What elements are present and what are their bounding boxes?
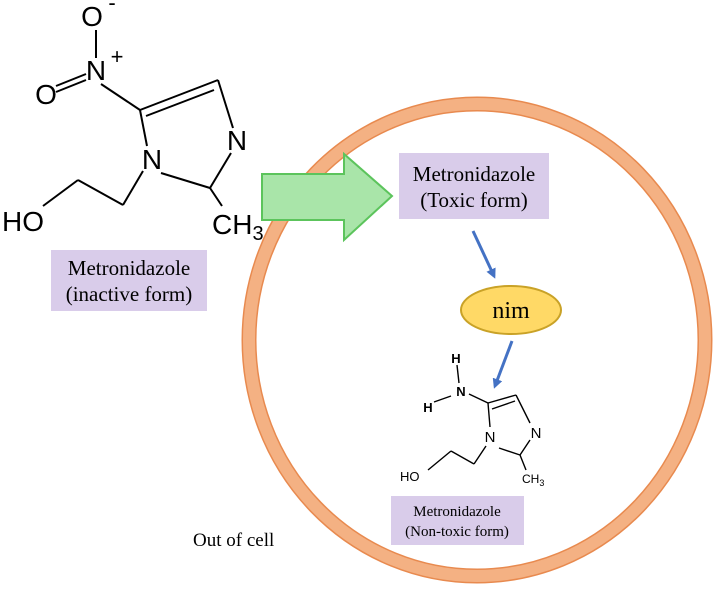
nontoxic-atom-ch3: CH3: [522, 472, 544, 488]
nontoxic-label-line1: Metronidazole: [413, 504, 501, 520]
entry-arrow: [261, 151, 394, 243]
atom-ho: HO: [2, 206, 44, 237]
charge-plus: +: [111, 44, 124, 69]
nontoxic-label-line2: (Non-toxic form): [405, 524, 509, 540]
step-arrow-to-product: [492, 340, 514, 389]
cell-membrane-fill: [243, 98, 711, 582]
nontoxic-atom-n3: N: [531, 425, 542, 442]
nim-label: nim: [492, 298, 530, 324]
toxic-label: Metronidazole (Toxic form): [399, 153, 549, 219]
inactive-molecule: [42, 30, 234, 207]
nontoxic-atom-h-left: H: [423, 400, 432, 415]
outside-label: Out of cell: [193, 530, 274, 551]
inactive-label: Metronidazole (inactive form): [51, 250, 207, 311]
toxic-label-line2: (Toxic form): [420, 188, 528, 212]
nontoxic-molecule: [427, 364, 531, 471]
nontoxic-atom-n-amino: N: [456, 384, 465, 399]
atom-ch3: CH3: [212, 209, 264, 245]
nontoxic-label-box: [391, 496, 524, 545]
nontoxic-label: Metronidazole (Non-toxic form): [391, 496, 524, 545]
atom-ch: CH: [212, 209, 252, 240]
nontoxic-atom-ch-subscript: 3: [539, 478, 544, 488]
atom-n-nitro: N: [86, 55, 106, 86]
atom-o-top: O: [81, 1, 103, 32]
nim-ellipse: [460, 285, 562, 335]
atom-ch-subscript: 3: [252, 223, 263, 245]
atom-n3: N: [227, 125, 247, 156]
nontoxic-atom-n1: N: [485, 429, 496, 446]
toxic-label-line1: Metronidazole: [413, 162, 535, 186]
toxic-label-box: [399, 153, 549, 219]
atom-o-left: O: [35, 79, 57, 110]
step-arrow-to-nim: [471, 230, 496, 279]
inactive-label-line2: (inactive form): [66, 282, 193, 306]
cell: [241, 96, 713, 584]
nontoxic-atom-ho: HO: [400, 469, 420, 484]
inactive-label-line1: Metronidazole: [68, 256, 190, 280]
atom-n1: N: [142, 144, 162, 175]
inactive-label-box: [51, 250, 207, 311]
charge-minus: -: [108, 0, 115, 15]
nontoxic-atom-h-top: H: [451, 351, 460, 366]
nontoxic-atom-ch: CH: [522, 472, 539, 486]
nim-enzyme: nim: [460, 285, 562, 335]
